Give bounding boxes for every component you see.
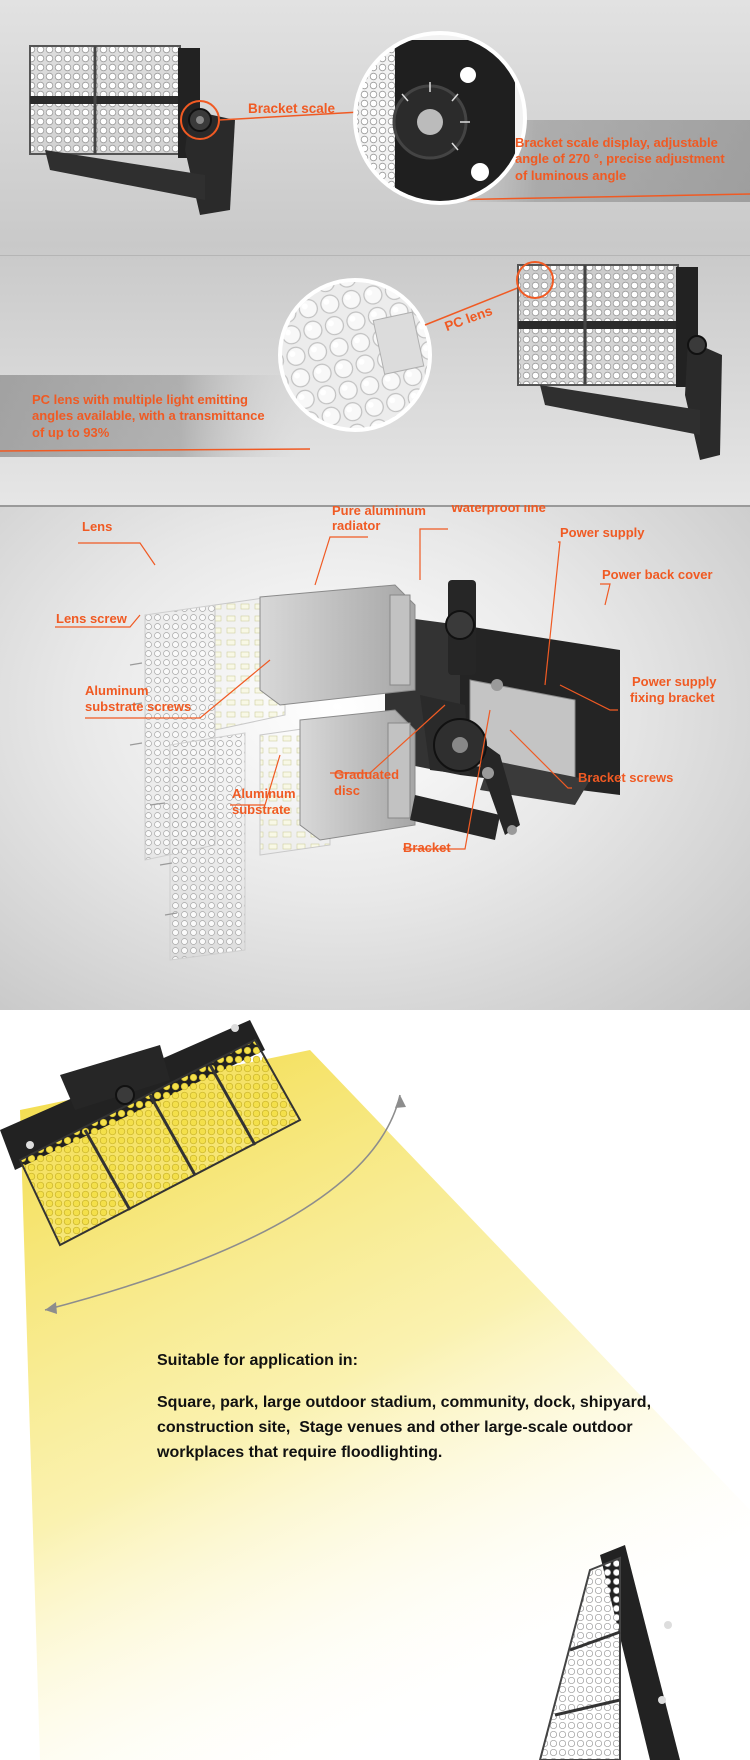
lens-highlight-ring (516, 261, 554, 299)
label-pure-aluminum-radiator-1: Pure aluminum (332, 505, 426, 518)
description-band-2 (0, 375, 300, 457)
label-graduated-disc-1: Graduated (334, 767, 400, 782)
beam-angle-arc (44, 1094, 401, 1311)
label-lens: Lens (82, 519, 113, 534)
section-applications: Suitable for application in: Square, par… (0, 1010, 750, 1760)
light-beam (20, 1050, 750, 1760)
label-power-supply-fixing-bracket-2: fixing bracket (630, 690, 715, 705)
applications-text: Suitable for application in: Square, par… (157, 1352, 651, 1465)
label-bracket: Bracket (403, 840, 451, 855)
lens-part (144, 604, 246, 961)
applications-heading: Suitable for application in: (157, 1352, 358, 1369)
applications-line-3: workplaces that require floodlighting. (157, 1444, 443, 1461)
callout-line-bracket-scale (218, 111, 361, 121)
label-aluminum-substrate-screws-1: Aluminum (85, 683, 149, 698)
section-pc-lens: PC lens PC lens with multiple light emit… (0, 245, 750, 505)
description-underline (439, 193, 750, 201)
label-aluminum-substrate-1: Aluminum (232, 786, 296, 801)
description-line-2: angles available, with a transmittance (32, 408, 265, 424)
section-bracket-scale: Bracket scale Bracket scale display, adj… (0, 0, 750, 245)
description-line-1: Bracket scale display, adjustable (515, 135, 718, 150)
lens-screws-part (129, 662, 178, 916)
applications-line-2: construction site, Stage venues and othe… (157, 1419, 633, 1436)
label-aluminum-substrate-2: substrate (232, 802, 291, 817)
label-aluminum-substrate-screws-2: substrate screws (85, 699, 192, 714)
pure-aluminum-radiator-part (259, 584, 416, 841)
floodlight-fixture-2-icon (517, 264, 722, 460)
floodlight-fixture-4-icon (538, 1545, 680, 1760)
label-bracket-screws: Bracket screws (578, 770, 674, 785)
applications-illustration (0, 1020, 750, 1760)
bracket-scale-description: Bracket scale display, adjustable angle … (515, 135, 725, 184)
description-line-3: of luminous angle (515, 167, 627, 183)
applications-line-1: Square, park, large outdoor stadium, com… (157, 1394, 652, 1411)
bracket-scale-illustration (29, 31, 750, 215)
label-power-back-cover: Power back cover (602, 567, 713, 582)
description-line-3: of up to 93% (32, 424, 110, 440)
description-line-2: angle of 270 °, precise adjustment (515, 151, 725, 167)
section-divider (0, 255, 750, 256)
label-pure-aluminum-radiator-2: radiator (332, 518, 381, 533)
label-lens-screw: Lens screw (56, 611, 127, 626)
label-power-supply: Power supply (560, 525, 645, 540)
callout-line-pc-lens (424, 286, 521, 326)
label-power-supply-fixing-bracket-1: Power supply (632, 674, 717, 689)
description-line-1: PC lens with multiple light emitting (32, 392, 248, 407)
exploded-diagram (55, 528, 620, 961)
callout-label-bracket-scale: Bracket scale (248, 101, 336, 116)
floodlight-fixture-icon (29, 45, 235, 215)
pc-lens-description: PC lens with multiple light emitting ang… (32, 392, 265, 441)
label-waterproof-line: Waterproof line (451, 505, 546, 515)
section-exploded-view: Lens Pure aluminum radiator Waterproof l… (0, 505, 750, 1010)
leader-lines (55, 528, 618, 850)
floodlight-fixture-3-icon (0, 1020, 302, 1247)
description-underline-2 (0, 448, 311, 452)
label-graduated-disc-2: disc (334, 783, 361, 798)
pc-lens-illustration (0, 261, 722, 460)
bracket-part (410, 580, 520, 840)
section-top-border (0, 505, 750, 507)
